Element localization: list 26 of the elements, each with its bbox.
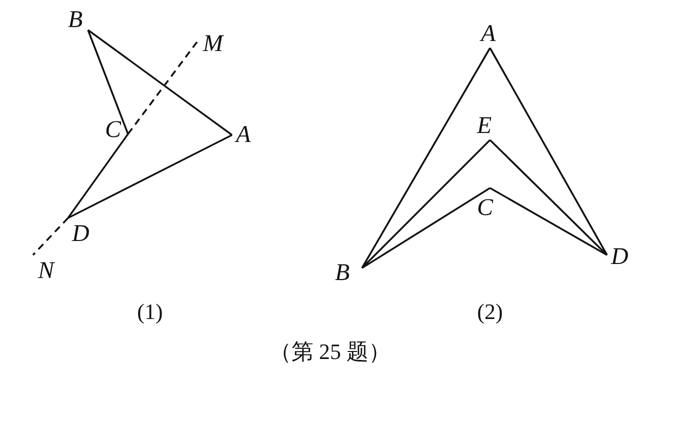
figure-number: (2) <box>477 300 503 324</box>
problem-number: （第 25 题） <box>270 340 390 364</box>
line-segment <box>489 139 608 256</box>
point-label: B <box>335 261 350 285</box>
point-label: D <box>72 222 90 246</box>
dashed-line <box>32 217 69 256</box>
line-segment <box>87 29 233 136</box>
line-segment <box>361 48 491 268</box>
point-label: C <box>105 118 122 142</box>
line-segment <box>489 48 608 256</box>
point-label: M <box>203 32 223 56</box>
line-segment <box>362 187 490 269</box>
point-label: C <box>477 196 494 220</box>
point-label: A <box>236 123 251 147</box>
figure-number: (1) <box>137 300 163 324</box>
line-segment <box>361 139 491 269</box>
point-label: D <box>611 245 628 269</box>
line-segment <box>68 134 232 219</box>
dashed-line <box>127 41 198 135</box>
line-segment <box>490 187 608 256</box>
point-label: A <box>481 22 496 46</box>
point-label: E <box>477 114 492 138</box>
point-label: B <box>68 8 83 32</box>
point-label: N <box>38 259 54 283</box>
line-segment <box>67 133 129 219</box>
line-segment <box>87 30 129 134</box>
